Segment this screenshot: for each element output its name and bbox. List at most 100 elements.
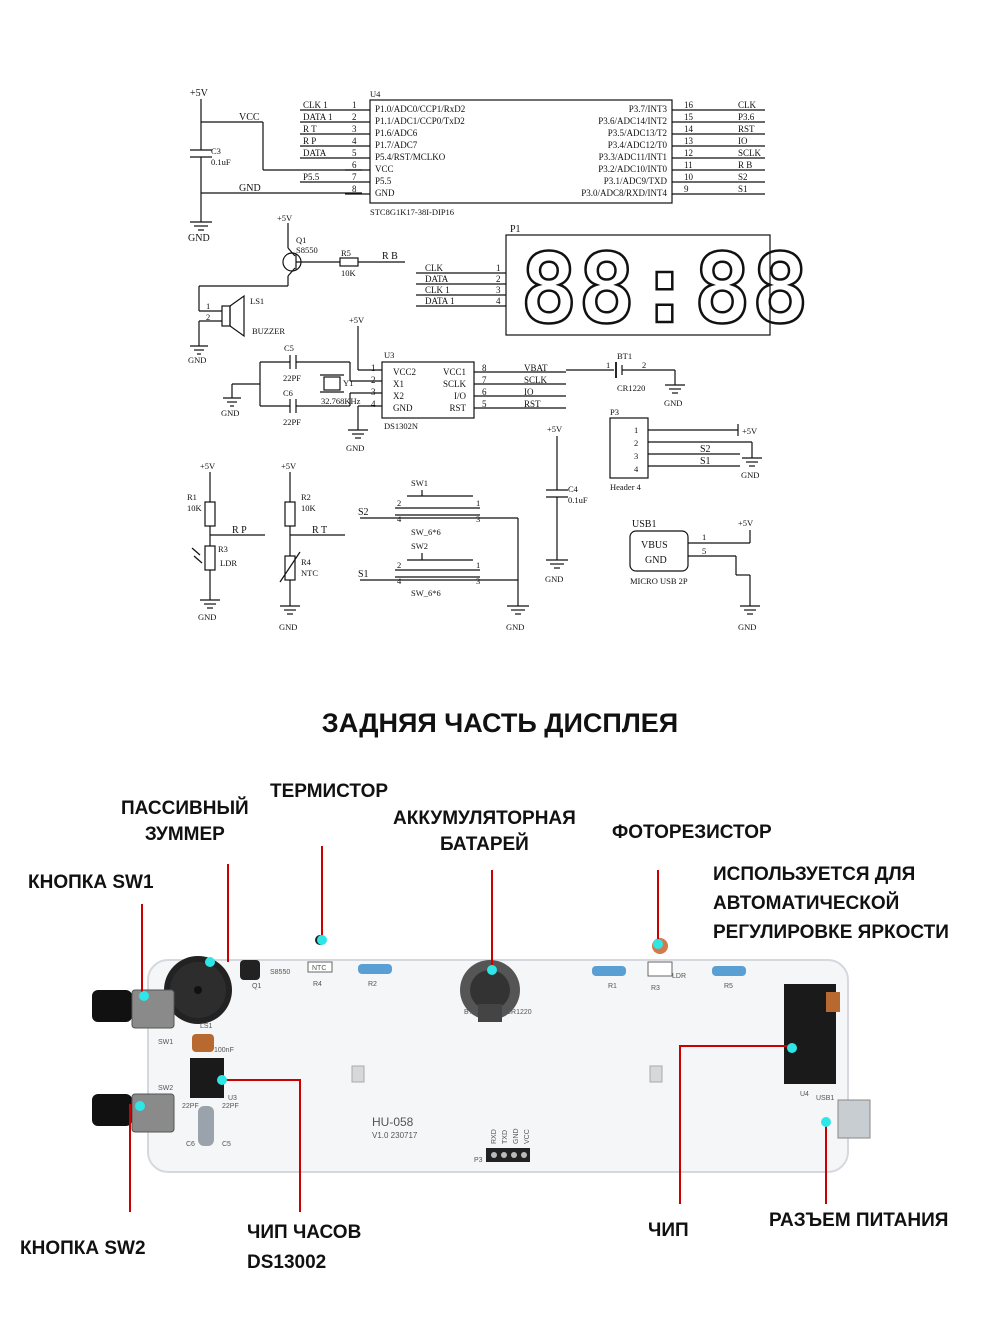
u4-pin-13: 13 [684, 136, 694, 146]
r2-ntc-group: +5V R2 10K R T R4 NTC GND [279, 461, 345, 632]
u4-pin-7: 7 [352, 172, 357, 182]
silk-r4: R4 [313, 981, 322, 988]
circuit-schematic: +5V C3 0.1uF VCC GND GND U4 STC8G1K17-38… [187, 88, 810, 632]
c4-v5: +5V [547, 424, 563, 434]
v5-label: +5V [190, 88, 209, 99]
silk-c5: C5 [222, 1141, 231, 1148]
power-c3-group: +5V C3 0.1uF VCC GND GND [188, 88, 362, 244]
silk-100nf: 100nF [214, 1047, 234, 1054]
u3-pin-1: 1 [371, 363, 376, 373]
u3-net-7: SCLK [524, 375, 548, 385]
u4-net-12: SCLK [738, 148, 762, 158]
ls1-pin1: 1 [206, 301, 210, 311]
pointer-lines [129, 846, 827, 1212]
p3-pin4: 4 [634, 464, 639, 474]
u4-pin-15: 15 [684, 112, 694, 122]
u3-ref: U3 [384, 350, 394, 360]
u4-pin-9: 9 [684, 184, 689, 194]
u4-net-4: R P [303, 136, 316, 146]
q1-buzzer-group: +5V Q1 S8550 R5 10K R B LS1 BUZZER 1 2 G… [188, 213, 405, 365]
silk-ls1: LS1 [200, 1023, 213, 1030]
u4-pin-name-9: P3.0/ADC8/RXD/INT4 [581, 188, 667, 198]
usb1-connector: USB1 VBUS GND MICRO USB 2P 1 5 +5V GND [629, 518, 760, 632]
silk-q1: Q1 [252, 983, 261, 990]
c4-ref: C4 [568, 484, 579, 494]
silk-version: V1.0 230717 [372, 1131, 418, 1140]
ls1-ref: LS1 [250, 296, 264, 306]
p3-pin3: 3 [634, 451, 638, 461]
u3-pin-name-2: X1 [393, 379, 404, 389]
silk-cr1220: CR1220 [506, 1009, 532, 1016]
sw1-pin4: 4 [397, 514, 402, 524]
c5-ref: C5 [284, 343, 294, 353]
resistor-r5 [712, 966, 746, 976]
sw1-pin2: 2 [397, 498, 401, 508]
r2-v5: +5V [281, 461, 297, 471]
u4-ref: U4 [370, 89, 381, 99]
u3-net-6: IO [524, 387, 534, 397]
bt1-part: CR1220 [617, 383, 645, 393]
photo-title: ЗАДНЯЯ ЧАСТЬ ДИСПЛЕЯ [321, 708, 679, 738]
label-sw2: КНОПКА SW2 [20, 1238, 146, 1259]
p1-pin-4: 4 [496, 296, 501, 306]
u3-v5: +5V [349, 315, 365, 325]
label-brightness: ИСПОЛЬЗУЕТСЯ ДЛЯ АВТОМАТИЧЕСКОЙ РЕГУЛИРО… [713, 864, 949, 943]
u4-net-16: CLK [738, 100, 757, 110]
u3-pin-8: 8 [482, 363, 487, 373]
u3-pin-name-4: GND [393, 403, 413, 413]
u4-pin-16: 16 [684, 100, 694, 110]
u4-pin-name-16: P3.7/INT3 [629, 104, 668, 114]
sw1-net: S2 [358, 507, 369, 518]
label-buzzer: ПАССИВНЫЙ ЗУММЕР [121, 798, 249, 845]
sw1-part: SW_6*6 [411, 527, 441, 537]
c3-value: 0.1uF [211, 157, 231, 167]
q1-ref: Q1 [296, 235, 306, 245]
q1-part: S8550 [296, 245, 318, 255]
r4-part: NTC [301, 568, 318, 578]
c4-cap: +5V C4 0.1uF GND [545, 424, 588, 584]
u3-net-5: RST [524, 399, 541, 409]
bt1-ref: BT1 [617, 351, 632, 361]
transistor [240, 960, 260, 980]
silk-vcc: VCC [524, 1129, 531, 1144]
u4-net-2: DATA 1 [303, 112, 333, 122]
u3-net-8: VBAT [524, 363, 548, 373]
u4-net-1: CLK 1 [303, 100, 328, 110]
r2-net: R T [312, 525, 327, 536]
usb1-gnd-pin: GND [645, 555, 667, 566]
u4-pin-12: 12 [684, 148, 693, 158]
gnd-net-label: GND [239, 183, 261, 194]
vcc-label: VCC [239, 112, 260, 123]
sw1-pin1: 1 [476, 498, 480, 508]
sw2-pin3: 3 [476, 576, 480, 586]
sw2-pin2: 2 [397, 560, 401, 570]
silk-sw2: SW2 [158, 1085, 173, 1092]
gnd-label: GND [188, 233, 210, 244]
u4-net-5: DATA [303, 148, 327, 158]
p3-gnd: GND [741, 470, 759, 480]
bt1-gnd: GND [664, 398, 682, 408]
sw2-pin1: 1 [476, 560, 480, 570]
u4-net-14: RST [738, 124, 755, 134]
button-sw1-cap [92, 990, 132, 1022]
u3-pin-name-1: VCC2 [393, 367, 416, 377]
r2-ref: R2 [301, 492, 311, 502]
sw2-ref: SW2 [411, 541, 428, 551]
bt1-pin1: 1 [606, 360, 610, 370]
c5-value: 22PF [283, 373, 301, 383]
silk-ldr: LDR [672, 973, 686, 980]
sw2-net: S1 [358, 569, 369, 580]
label-power: РАЗЪЕМ ПИТАНИЯ [769, 1210, 949, 1231]
c4-gnd: GND [545, 574, 563, 584]
usb1-v5: +5V [738, 518, 754, 528]
u3-pin-6: 6 [482, 387, 487, 397]
r1-value: 10K [187, 503, 203, 513]
ls1-gnd: GND [188, 355, 206, 365]
silk-ntc: NTC [312, 965, 326, 972]
u4-pin-10: 10 [684, 172, 694, 182]
u4-pin-name-6: VCC [375, 164, 394, 174]
usb1-vbus: VBUS [641, 540, 668, 551]
r4-ref: R4 [301, 557, 312, 567]
u4-pin-name-1: P1.0/ADC0/CCP1/RxD2 [375, 104, 465, 114]
